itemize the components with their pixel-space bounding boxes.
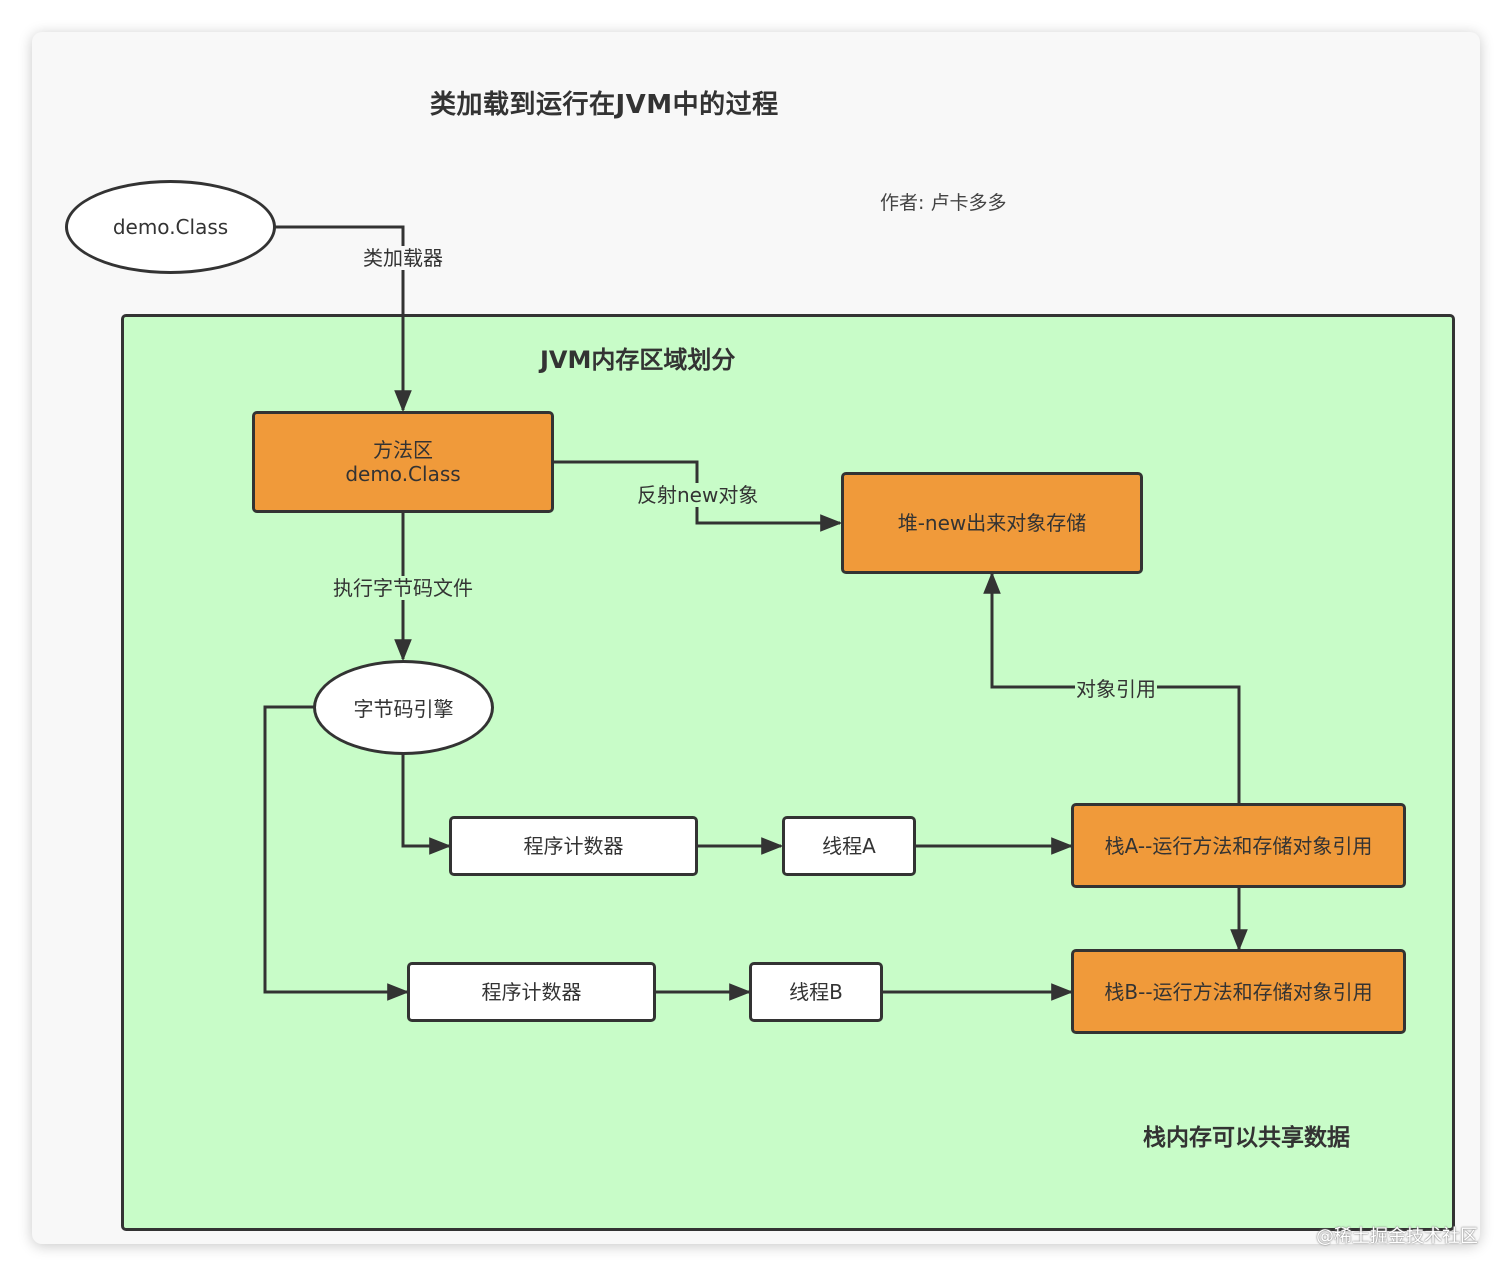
bytecode-engine-label: 字节码引擎	[353, 697, 454, 721]
thread-a-label: 线程A	[822, 834, 876, 858]
stack-b-node: 栈B--运行方法和存储对象引用	[1071, 949, 1406, 1034]
program-counter-a-label: 程序计数器	[523, 834, 624, 858]
execute-bytecode-label: 执行字节码文件	[332, 576, 474, 600]
heap-label: 堆-new出来对象存储	[897, 511, 1087, 535]
thread-b-label: 线程B	[789, 980, 843, 1004]
program-counter-b-node: 程序计数器	[407, 962, 656, 1022]
stack-a-node: 栈A--运行方法和存储对象引用	[1071, 803, 1406, 888]
method-area-node: 方法区 demo.Class	[252, 411, 554, 513]
heap-node: 堆-new出来对象存储	[841, 472, 1143, 574]
region-title: JVM内存区域划分	[540, 346, 736, 374]
edge-class-loader	[274, 225, 412, 413]
method-area-label: 方法区	[373, 438, 433, 462]
class-loader-label: 类加载器	[362, 246, 444, 270]
thread-a-node: 线程A	[782, 816, 916, 876]
edge-engine-to-pc-a	[401, 754, 452, 855]
diagram-title: 类加载到运行在JVM中的过程	[430, 90, 779, 120]
reflect-new-label: 反射new对象	[636, 483, 760, 507]
watermark: @稀土掘金技术社区	[1316, 1226, 1478, 1247]
author-credit: 作者: 卢卡多多	[880, 192, 1007, 214]
bytecode-engine-node: 字节码引擎	[313, 660, 494, 755]
program-counter-b-label: 程序计数器	[481, 980, 582, 1004]
stack-shared-note: 栈内存可以共享数据	[1143, 1125, 1350, 1151]
edge-engine-to-pc-b	[263, 705, 410, 1001]
object-reference-label: 对象引用	[1075, 677, 1157, 701]
stack-a-label: 栈A--运行方法和存储对象引用	[1104, 833, 1373, 858]
program-counter-a-node: 程序计数器	[449, 816, 698, 876]
source-class-label: demo.Class	[112, 215, 229, 239]
thread-b-node: 线程B	[749, 962, 883, 1022]
source-class-node: demo.Class	[65, 180, 276, 274]
stack-b-label: 栈B--运行方法和存储对象引用	[1104, 979, 1373, 1004]
method-area-class-label: demo.Class	[345, 462, 461, 486]
